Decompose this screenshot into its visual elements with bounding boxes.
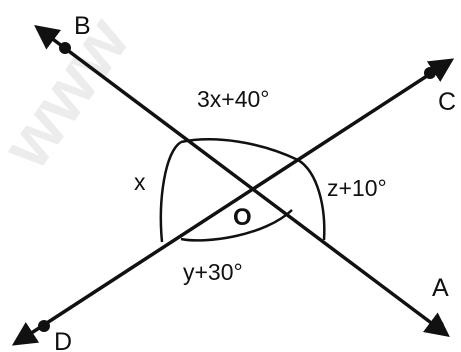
point-b-dot [59, 42, 71, 54]
point-d-dot [38, 320, 50, 332]
point-a-label: A [432, 274, 449, 302]
point-c-dot [424, 67, 436, 79]
angle-label-right: z+10° [327, 175, 387, 201]
point-c-label: C [438, 88, 456, 116]
point-a-dot [432, 320, 444, 332]
angle-arc-right [297, 158, 326, 241]
angle-arc-bottom [180, 209, 293, 242]
point-b-label: B [74, 12, 91, 40]
angle-arc-top [180, 138, 299, 162]
center-o-label: O [233, 204, 252, 231]
point-d-label: D [54, 328, 72, 352]
angle-label-left: x [134, 169, 146, 195]
angle-arc-left [159, 140, 182, 243]
angle-label-top: 3x+40° [197, 86, 270, 112]
angle-label-bottom: y+30° [183, 259, 243, 285]
line-dc [11, 58, 455, 346]
